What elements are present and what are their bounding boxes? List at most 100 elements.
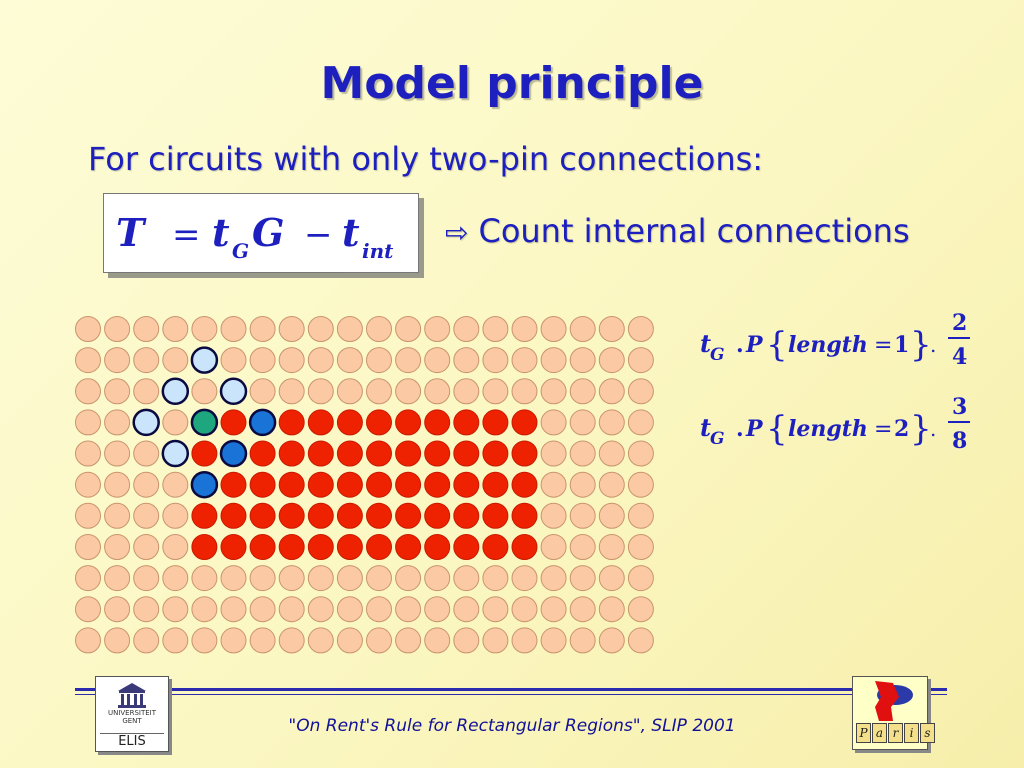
grid-cell-default [336,378,363,405]
grid-cell-red [191,440,218,467]
grid-cell-default [366,627,392,654]
paris-emblem-icon [875,681,913,721]
grid-cell-default [133,316,160,342]
grid-cell-default [191,596,218,623]
grid-cell-default [482,565,509,592]
grid-cell-default [278,565,305,592]
grid-cell-default [133,440,160,467]
grid-cell-default [598,627,625,654]
grid-cell-red [220,502,247,529]
formula-minus: − [304,215,333,255]
grid-cell-default [627,596,654,623]
grid-cell-red [482,409,509,436]
grid-cell-red [307,471,334,498]
grid-cell-default [540,347,567,374]
logo-line-1: UNIVERSITEIT [107,709,157,717]
grid-cell-default [336,596,363,623]
grid-cell-default [482,347,509,374]
eq2-dot: . [736,416,744,442]
footer-rule-thin [75,694,947,695]
eq1-denominator: 4 [952,344,967,370]
grid-cell-default [162,534,189,560]
grid-cell-blue [248,408,277,437]
grid-cell-default [540,471,567,498]
grid-cell-red [453,440,480,467]
grid-cell-red [336,471,363,498]
grid-cell-default [307,627,334,654]
grid-cell-red [482,471,509,498]
grid-cell-default [569,378,596,405]
grid-cell-red [220,471,247,498]
grid-cell-default [598,409,625,436]
grid-cell-default [482,596,509,623]
grid-cell-default [540,534,567,560]
grid-cell-default [75,534,101,560]
grid-cell-default [482,378,509,405]
grid-cell-red [249,502,276,529]
grid-cell-default [104,596,131,623]
formula-equals: = [172,215,201,255]
grid-cell-default [133,347,160,374]
eq1-label: length [788,332,868,358]
grid-cell-default [162,471,189,498]
grid-cell-default [366,378,392,405]
grid-cell-default [162,409,189,436]
grid-cell-red [336,409,363,436]
grid-cell-default [104,347,131,374]
eq2-denominator: 8 [952,428,967,454]
formula-sub-int: int [362,239,394,263]
grid-cell-default [569,502,596,529]
grid-cell-red [511,471,538,498]
grid-cell-default [191,627,218,654]
grid-cell-default [453,565,480,592]
grid-cell-red [191,534,218,560]
grid-cell-default [133,565,160,592]
eq1-sub: G [710,345,725,365]
grid-cell-default [627,316,654,342]
grid-cell-default [220,347,247,374]
grid-cell-default [191,316,218,342]
eq1-dot: . [736,332,744,358]
probability-equations: t G . P { length = 1 } . 2 4 t G . P { l… [700,310,970,454]
eq2-sub: G [710,429,725,449]
grid-cell-default [133,627,160,654]
grid-cell-default [75,440,101,467]
grid-cell-default [627,565,654,592]
grid-cell-default [75,565,101,592]
eq2-lbrace: { [766,409,788,449]
grid-cell-default [511,347,538,374]
grid-cell-default [75,347,101,374]
grid-cell-default [104,534,131,560]
grid-cell-default [191,378,218,405]
grid-cell-green [190,408,219,437]
ugent-elis-logo: UNIVERSITEIT GENT ELIS [95,676,169,752]
eq2-label: length [788,416,868,442]
grid-cell-default [569,316,596,342]
grid-cell-default [598,378,625,405]
grid-cell-default [627,471,654,498]
grid-cell-default [598,347,625,374]
eq1-rbrace: } [910,325,932,365]
grid-cell-default [366,347,392,374]
grid-cell-default [162,596,189,623]
grid-cell-default [569,471,596,498]
grid-cell-default [133,502,160,529]
grid-cell-red [278,502,305,529]
eq2-P: P [745,416,764,442]
eq2-dot2: . [930,417,936,441]
grid-cell-default [278,347,305,374]
grid-cell-default [104,440,131,467]
grid-cell-default [220,596,247,623]
grid-cell-default [75,409,101,436]
slide-title: Model principle [320,58,704,109]
grid-cell-default [278,596,305,623]
grid-cell-default [307,596,334,623]
grid-cell-default [453,627,480,654]
grid-cell-red [453,502,480,529]
grid-cell-red [249,534,276,560]
eq1-equals: = [874,333,892,358]
grid-cell-default [598,502,625,529]
grid-cell-default [453,316,480,342]
grid-cell-default [336,347,363,374]
grid-cell-default [424,565,451,592]
